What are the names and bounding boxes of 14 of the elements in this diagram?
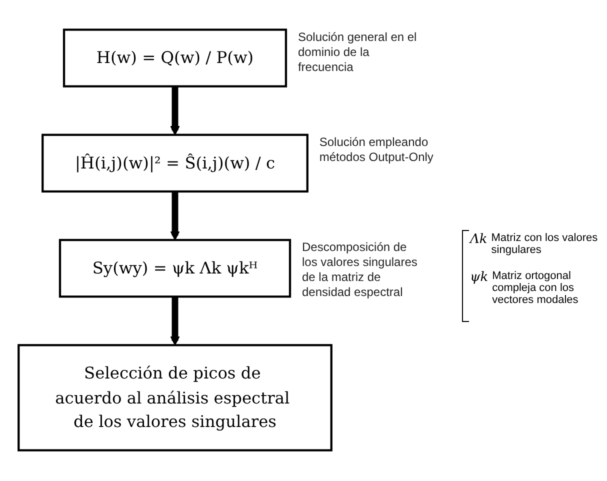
symbol-label: Λk: [470, 232, 488, 247]
side-note: Solución general en el dominio de la frecuencia: [298, 30, 418, 75]
symbol-description: Matriz con los valores singulares: [491, 232, 599, 256]
arrow: [170, 191, 180, 240]
node-box: Selección de picos de acuerdo al análisis espectral de los valores singulares: [18, 344, 332, 452]
node-box: Sy(wy) = ψk Λk ψkᴴ: [58, 238, 292, 298]
node-box: |Ĥ(i,j)(w)|² = Ŝ(i,j)(w) / c: [42, 134, 308, 193]
symbol-label: ψk: [470, 270, 488, 285]
side-note: Descomposición de los valores singulares de la matriz de densidad espectral: [302, 240, 418, 300]
arrow: [170, 296, 180, 346]
arrow: [170, 86, 180, 136]
node-box: H(w) = Q(w) / P(w): [62, 28, 288, 88]
side-note: Solución empleando métodos Output-Only: [319, 134, 434, 165]
symbol-description: Matriz ortogonal compleja con los vectores modales: [492, 270, 580, 306]
